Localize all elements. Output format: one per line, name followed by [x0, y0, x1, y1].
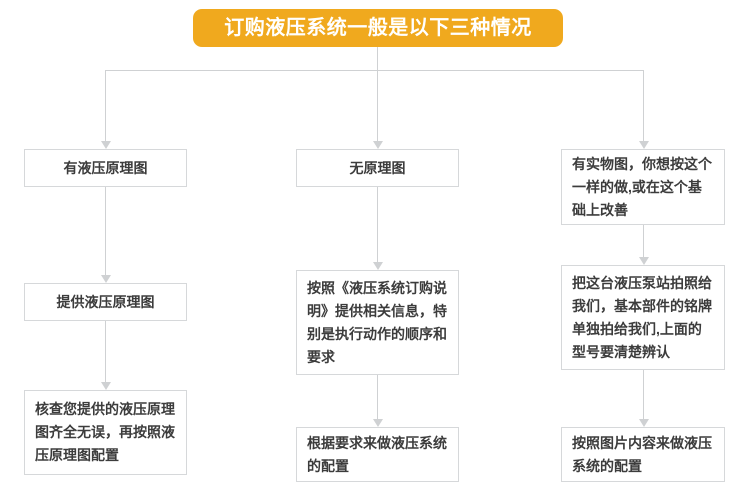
connector-branch3-step2-to-step3: [643, 370, 644, 420]
node-branch3-step3-label: 按照图片内容来做液压系统的配置: [572, 434, 712, 474]
node-branch1-step2-label: 提供液压原理图: [56, 293, 155, 310]
flowchart-title-banner: 订购液压系统一般是以下三种情况: [193, 9, 563, 47]
node-branch1-step1[interactable]: 有液压原理图: [24, 149, 187, 187]
arrowhead-branch2-step1-to-step2: [373, 262, 383, 270]
node-branch3-step2[interactable]: 把这台液压泵站拍照给我们，基本部件的铭牌单独拍给我们,上面的型号要清楚辨认: [561, 265, 725, 370]
node-branch1-step1-label: 有液压原理图: [63, 159, 148, 176]
node-branch1-step2[interactable]: 提供液压原理图: [24, 283, 187, 321]
connector-branch2-step2-to-step3: [377, 375, 378, 420]
arrowhead-root-to-branch2: [373, 141, 383, 149]
arrowhead-branch3-step1-to-step2: [639, 257, 649, 265]
connector-root-to-branch3: [643, 70, 644, 142]
node-branch2-step2[interactable]: 按照《液压系统订购说明》提供相关信息，特别是执行动作的顺序和要求: [296, 270, 459, 375]
connector-root-to-branch1: [105, 70, 106, 142]
node-branch2-step1[interactable]: 无原理图: [296, 149, 459, 187]
node-branch3-step1-label: 有实物图，你想按这个一样的做,或在这个基础上改善: [572, 155, 712, 218]
connector-branch1-step2-to-step3: [105, 321, 106, 383]
connector-branch1-step1-to-step2: [105, 187, 106, 276]
connector-distribution-bar: [105, 70, 643, 71]
arrowhead-root-to-branch3: [639, 141, 649, 149]
node-branch2-step2-label: 按照《液压系统订购说明》提供相关信息，特别是执行动作的顺序和要求: [307, 279, 447, 365]
connector-root-to-branch2: [377, 70, 378, 142]
arrowhead-branch1-step1-to-step2: [101, 275, 111, 283]
arrowhead-branch3-step2-to-step3: [639, 419, 649, 427]
node-branch3-step3[interactable]: 按照图片内容来做液压系统的配置: [561, 427, 725, 482]
arrowhead-branch2-step2-to-step3: [373, 419, 383, 427]
node-branch2-step1-label: 无原理图: [349, 159, 406, 176]
node-branch1-step3[interactable]: 核查您提供的液压原理图齐全无误，再按照液压原理图配置: [24, 390, 187, 475]
node-branch3-step2-label: 把这台液压泵站拍照给我们，基本部件的铭牌单独拍给我们,上面的型号要清楚辨认: [572, 274, 712, 360]
node-branch1-step3-label: 核查您提供的液压原理图齐全无误，再按照液压原理图配置: [35, 401, 175, 463]
node-branch2-step3[interactable]: 根据要求来做液压系统的配置: [296, 427, 459, 482]
arrowhead-root-to-branch1: [101, 141, 111, 149]
connector-root-stem: [377, 47, 378, 70]
node-branch2-step3-label: 根据要求来做液压系统的配置: [307, 434, 447, 474]
connector-branch2-step1-to-step2: [377, 187, 378, 263]
connector-branch3-step1-to-step2: [643, 225, 644, 258]
arrowhead-branch1-step2-to-step3: [101, 382, 111, 390]
node-branch3-step1[interactable]: 有实物图，你想按这个一样的做,或在这个基础上改善: [561, 149, 725, 225]
flowchart-title-text: 订购液压系统一般是以下三种情况: [224, 17, 532, 39]
